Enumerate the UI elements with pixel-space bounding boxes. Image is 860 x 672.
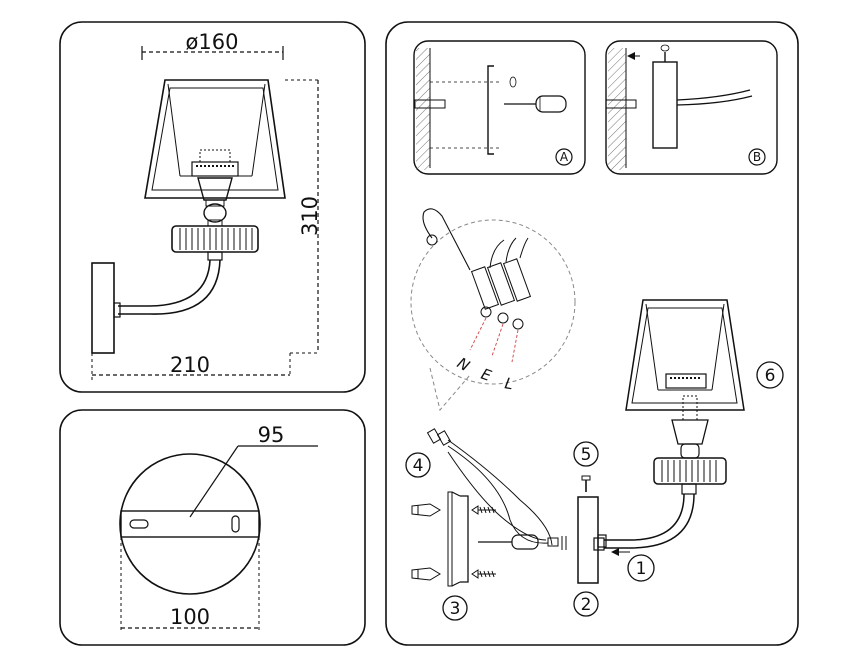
projection-label: 210 xyxy=(170,353,210,377)
panel-installation-frame xyxy=(385,21,799,646)
lamp-body xyxy=(91,177,259,354)
bracket-slot-left xyxy=(129,519,149,529)
panel-plate: 95 100 xyxy=(59,409,366,646)
panel-installation: A B xyxy=(385,21,799,646)
detail-b: B xyxy=(605,40,778,175)
wire-label-l: L xyxy=(503,374,514,393)
plate-diameter-label: 100 xyxy=(170,605,210,629)
step-3-bracket: 3 xyxy=(411,491,539,621)
mounting-bracket xyxy=(120,510,260,538)
detail-a: A xyxy=(413,40,586,175)
step-1-label: 1 xyxy=(636,559,647,579)
height-dimension: 310 xyxy=(285,79,322,375)
panel-dimensions-frame xyxy=(59,21,366,393)
lampshade xyxy=(144,79,286,199)
step-5-screw: 5 xyxy=(573,441,599,492)
step-4-cable: 4 xyxy=(405,428,567,550)
bracket-slot-right xyxy=(231,515,240,533)
step-3-label: 3 xyxy=(450,599,461,619)
step-6-label: 6 xyxy=(765,366,776,386)
step-2-wall-plate: 2 xyxy=(573,496,607,617)
wire-label-n: N xyxy=(454,354,473,375)
wire-label-e: E xyxy=(479,365,495,385)
shade-diameter-label: ø160 xyxy=(186,30,239,54)
detail-a-label: A xyxy=(560,150,569,164)
plate-width-label: 95 xyxy=(258,423,285,447)
round-wall-plate xyxy=(119,453,261,595)
panel-plate-frame xyxy=(59,409,366,646)
shade-diameter-dimension: ø160 xyxy=(141,30,284,60)
panel-dimensions: ø160 xyxy=(59,21,366,393)
step-4-label: 4 xyxy=(413,456,424,476)
height-label: 310 xyxy=(298,196,322,236)
projection-dimension: 210 xyxy=(91,353,290,380)
step-5-label: 5 xyxy=(581,445,592,465)
step-2-label: 2 xyxy=(581,595,592,615)
step-6-lamp: 6 1 xyxy=(593,299,784,582)
detail-b-label: B xyxy=(753,150,761,164)
wiring-bubble: N E L xyxy=(410,208,576,412)
